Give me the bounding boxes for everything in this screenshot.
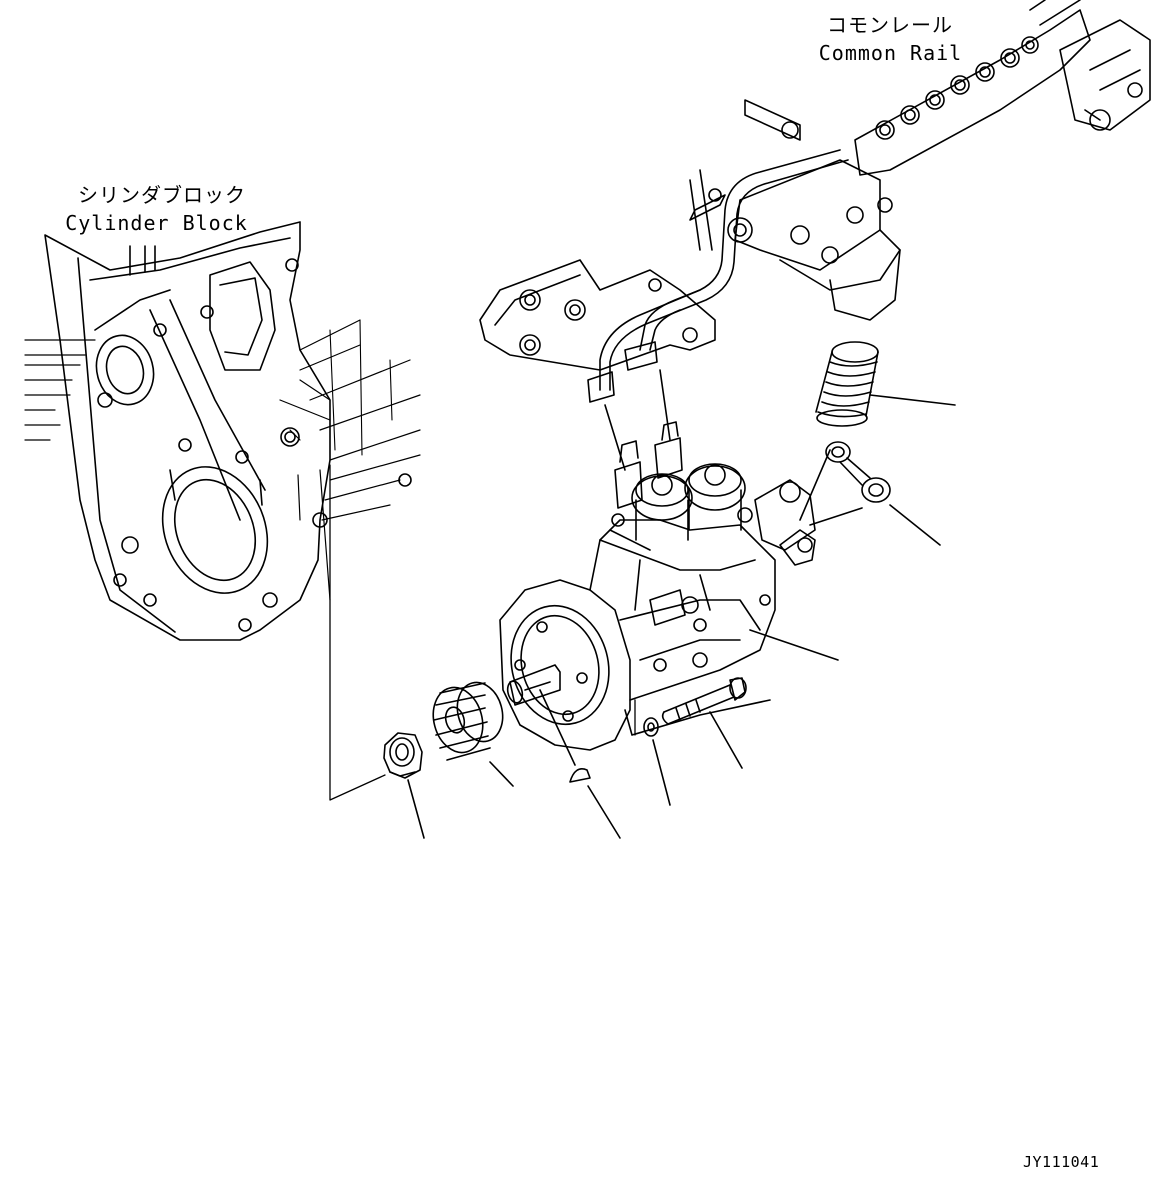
drawing-code: JY111041 [1023, 1153, 1100, 1171]
washer [644, 718, 658, 736]
cylinder-block [25, 222, 420, 640]
mounting-bolt [663, 678, 746, 724]
cylinder-block-label-en: Cylinder Block [65, 211, 248, 235]
leader-lines [330, 395, 955, 838]
common-rail-label-en: Common Rail [818, 41, 963, 65]
woodruff-key [570, 769, 590, 782]
common-rail [480, 0, 1150, 470]
protective-cap [816, 342, 878, 426]
supply-pump [498, 422, 815, 750]
hex-nut [384, 733, 422, 778]
drive-gear [426, 677, 509, 760]
cylinder-block-label-jp: シリンダブロック [78, 183, 246, 207]
banjo-joint [826, 442, 890, 502]
common-rail-label-jp: コモンレール [827, 13, 953, 37]
